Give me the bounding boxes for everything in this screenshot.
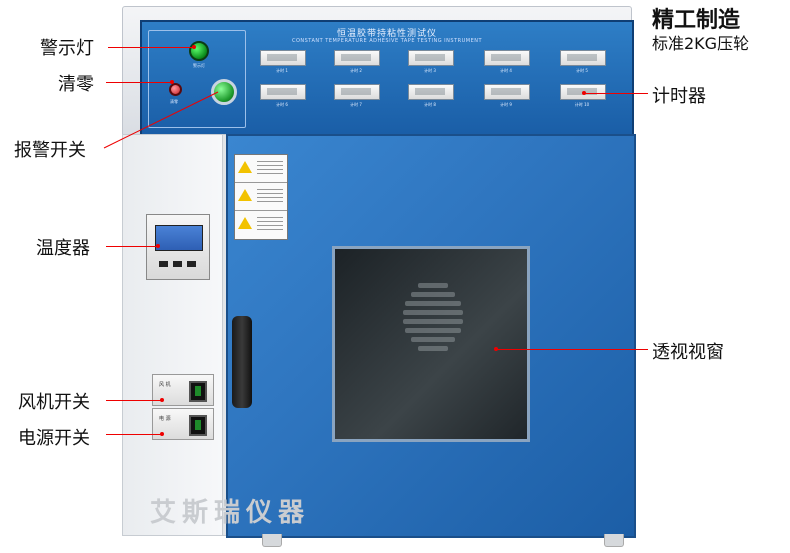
callout-dot [160,432,164,436]
panel-title: 恒温胶带持粘性测试仪 [336,29,437,39]
power-switch-caption: 电 源 [159,416,171,422]
warning-lamp-caption: 警示灯 [193,63,205,68]
panel-subtitle: CONSTANT TEMPERATURE ADHESIVE TAPE TESTI… [291,38,483,44]
timer-label-5: 计时 5 [576,68,588,73]
foot-left [262,534,282,547]
timer-display-4 [484,50,530,66]
warning-triangle-icon [238,217,252,229]
callout-temperature: 温度器 [36,238,90,259]
timer-display-5 [560,50,606,66]
warning-triangle-icon [238,189,252,201]
clear-caption: 清零 [170,99,178,104]
timer-label-10: 计时 10 [574,102,590,107]
door-handle[interactable] [232,316,252,408]
timer-label-8: 计时 8 [424,102,436,107]
brand-title: 精工制造 [652,8,741,33]
callout-power-switch: 电源开关 [18,428,90,449]
callout-timer: 计时器 [652,86,706,107]
timer-display-9 [484,84,530,100]
timer-label-6: 计时 6 [276,102,288,107]
watermark-text: 艾斯瑞仪器 [150,498,311,528]
callout-dot [160,398,164,402]
timer-label-4: 计时 4 [500,68,512,73]
brand-subtitle: 标准2KG压轮 [652,34,750,53]
power-rocker-icon[interactable] [189,415,207,436]
alarm-switch-button[interactable] [211,79,237,105]
fan-grille [401,279,465,367]
temperature-screen [155,225,203,251]
fan-rocker-icon[interactable] [189,381,207,402]
fan-switch[interactable]: 风 机 [152,374,214,406]
temperature-controller[interactable] [146,214,210,280]
timer-label-3: 计时 3 [424,68,436,73]
callout-dot [156,244,160,248]
viewing-window [332,246,530,442]
chamber-door[interactable] [226,134,636,538]
callout-dot [170,80,174,84]
timer-display-1 [260,50,306,66]
timer-label-7: 计时 7 [350,102,362,107]
controller-key-2[interactable] [173,261,182,267]
callout-line [106,82,172,83]
timer-display-3 [408,50,454,66]
power-switch[interactable]: 电 源 [152,408,214,440]
callout-window: 透视视窗 [652,342,724,363]
control-panel: 恒温胶带持粘性测试仪 CONSTANT TEMPERATURE ADHESIVE… [140,20,634,136]
callout-fan-switch: 风机开关 [18,392,90,413]
controller-key-3[interactable] [187,261,196,267]
callout-dot [192,45,196,49]
timer-display-8 [408,84,454,100]
timer-display-2 [334,50,380,66]
callout-line [584,93,648,94]
foot-right [604,534,624,547]
clear-button[interactable] [169,83,182,96]
controller-key-1[interactable] [159,261,168,267]
callout-alarm-lamp: 警示灯 [40,38,94,59]
side-control-column [122,134,224,536]
warning-label-sticker [234,154,288,240]
callout-line [496,349,648,350]
fan-switch-caption: 风 机 [159,382,171,388]
timer-label-1: 计时 1 [276,68,288,73]
callout-line [106,434,162,435]
callout-clear: 清零 [58,74,94,95]
timer-display-7 [334,84,380,100]
callout-alarm-switch: 报警开关 [14,140,86,161]
timer-label-2: 计时 2 [350,68,362,73]
warning-triangle-icon [238,161,252,173]
callout-line [108,47,194,48]
callout-line [106,246,158,247]
timer-display-6 [260,84,306,100]
callout-line [106,400,162,401]
timer-label-9: 计时 9 [500,102,512,107]
